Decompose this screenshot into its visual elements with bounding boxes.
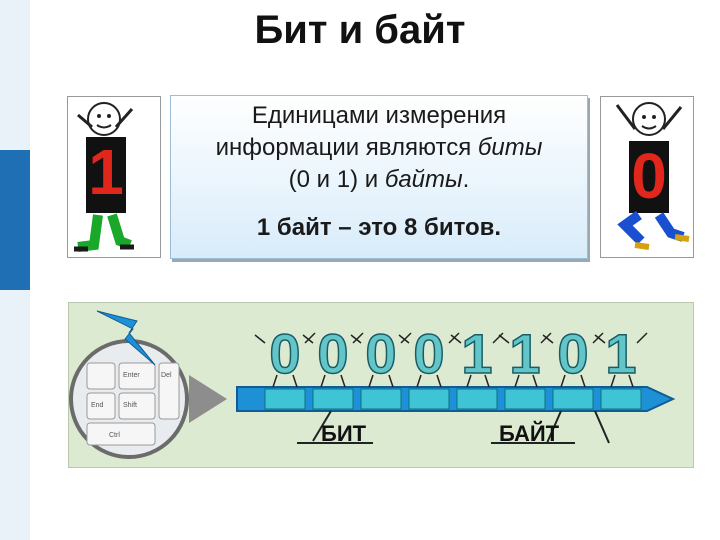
bit-track-cells <box>264 388 642 410</box>
byte-definition: 1 байт – это 8 битов. <box>256 214 502 241</box>
key-label-enter: Enter <box>123 372 140 379</box>
term-bits: биты <box>477 134 543 161</box>
keyboard-magnifier: Enter Shift Del End Ctrl <box>69 339 189 459</box>
definition-line-3-end: . <box>462 166 470 193</box>
pointer-bolt-icon <box>96 310 156 366</box>
character-zero-digit: 0 <box>631 140 667 212</box>
definition-line-2-text: информации являются <box>215 134 478 161</box>
digit-character: 0 <box>413 322 444 385</box>
left-accent-block <box>0 150 30 290</box>
character-zero-card: 0 <box>600 96 694 258</box>
key-label-end: End <box>91 402 104 409</box>
definition-line-2: информации являются биты <box>171 134 587 162</box>
character-zero-illustration <box>615 102 690 250</box>
digit-character: 1 <box>461 322 492 385</box>
bit-label: БИТ <box>321 421 367 446</box>
definition-line-3-text: (0 и 1) и <box>288 166 385 193</box>
term-bytes: байты <box>384 166 463 193</box>
slide-title: Бит и байт <box>254 8 466 52</box>
key-label-shift: Shift <box>123 402 137 409</box>
definition-line-3: (0 и 1) и байты. <box>171 166 587 194</box>
digit-character: 0 <box>557 322 588 385</box>
digit-characters: 0 0 0 0 1 1 0 1 <box>269 321 638 386</box>
character-one-card: 1 <box>67 96 161 258</box>
digit-character: 1 <box>605 322 636 385</box>
definition-box: Единицами измерения информации являются … <box>170 95 588 259</box>
digit-character: 0 <box>317 322 348 385</box>
illustration-canvas: Enter Shift Del End Ctrl 0 0 0 0 1 <box>69 310 676 459</box>
definition-line-1: Единицами измерения <box>251 102 507 129</box>
grey-arrow-icon <box>189 375 227 423</box>
key-label-ctrl: Ctrl <box>109 432 120 439</box>
key-label-del: Del <box>161 372 172 379</box>
digit-limbs <box>254 332 648 388</box>
character-one-illustration <box>74 102 134 252</box>
character-one-digit: 1 <box>88 136 124 208</box>
digit-character: 0 <box>269 322 300 385</box>
label-pointers <box>297 410 610 444</box>
digit-character: 0 <box>365 322 396 385</box>
byte-label: БАЙТ <box>499 421 560 446</box>
bits-bytes-illustration: Enter Shift Del End Ctrl 0 0 0 0 1 <box>68 302 694 468</box>
digit-character: 1 <box>509 322 540 385</box>
